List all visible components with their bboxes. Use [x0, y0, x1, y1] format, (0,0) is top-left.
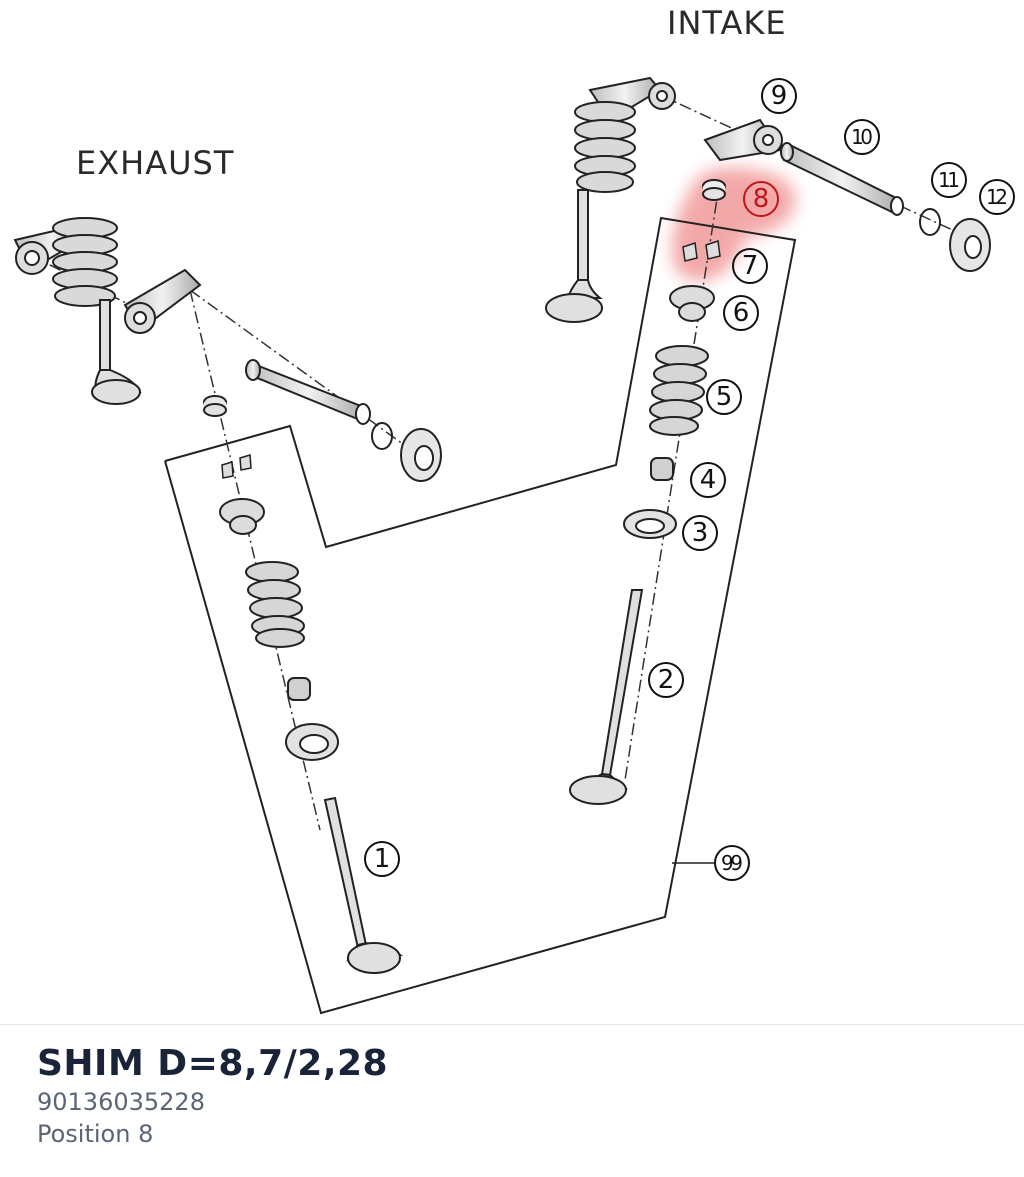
exhaust-label: EXHAUST: [76, 144, 235, 182]
callout-number-6[interactable]: 6: [733, 298, 750, 328]
callout-number-7[interactable]: 7: [742, 251, 759, 281]
part-number: 90136035228: [37, 1088, 205, 1116]
part-info-panel: SHIM D=8,7/2,28 90136035228 Position 8: [37, 1042, 388, 1150]
callout-99: [714, 845, 750, 881]
callout-number-10[interactable]: 10: [851, 125, 873, 149]
callout-number-5[interactable]: 5: [716, 382, 733, 412]
callout-9: [761, 78, 797, 114]
callout-12: [979, 179, 1015, 215]
callout-number-2[interactable]: 2: [658, 665, 675, 695]
callout-number-99[interactable]: 99: [721, 851, 743, 875]
callout-7: [732, 248, 768, 284]
callout-number-3[interactable]: 3: [692, 518, 709, 548]
callout-6: [723, 295, 759, 331]
callout-number-1[interactable]: 1: [374, 844, 391, 874]
part-title: SHIM D=8,7/2,28: [37, 1043, 389, 1084]
callout-5: [706, 379, 742, 415]
callout-number-11[interactable]: 11: [938, 168, 960, 192]
callout-10: [844, 119, 880, 155]
assembly-99-outline: [164, 216, 797, 1015]
part-position: Position 8: [37, 1120, 154, 1148]
divider: [0, 1024, 1024, 1025]
callout-number-12[interactable]: 12: [986, 185, 1008, 209]
callout-number-9[interactable]: 9: [771, 81, 788, 111]
callout-11: [931, 162, 967, 198]
callout-2: [648, 662, 684, 698]
callout-number-4[interactable]: 4: [700, 465, 717, 495]
callout-number-8[interactable]: 8: [753, 184, 770, 214]
callout-1: [364, 841, 400, 877]
callout-4: [690, 462, 726, 498]
intake-label: INTAKE: [667, 4, 787, 42]
callout-8: [743, 181, 779, 217]
callout-3: [682, 515, 718, 551]
